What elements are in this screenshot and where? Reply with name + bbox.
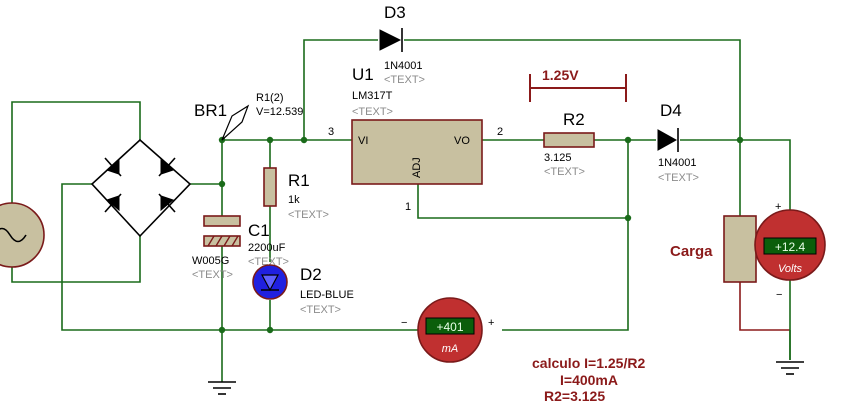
c1-text: <TEXT>: [248, 256, 289, 268]
d3-value: 1N4001: [384, 60, 423, 72]
resistor-body: [543, 132, 595, 148]
resistor-r2[interactable]: [543, 132, 595, 148]
d4-text: <TEXT>: [658, 172, 699, 184]
pin-1-label: 1: [405, 201, 411, 213]
note-line-1: calculo I=1.25/R2: [532, 355, 645, 371]
c1-name: C1: [248, 221, 270, 240]
d2-text: <TEXT>: [300, 304, 341, 316]
regulator-body: [351, 119, 483, 185]
probe-name: R1(2): [256, 92, 284, 104]
d4-value: 1N4001: [658, 157, 697, 169]
diode-icon: [104, 157, 122, 177]
diode-d3[interactable]: [379, 28, 403, 52]
diode-icon: [379, 29, 402, 51]
r2-value: 3.125: [544, 152, 572, 164]
junction-dot: [218, 326, 226, 334]
ground-right: [776, 361, 804, 375]
r2-text: <TEXT>: [544, 166, 585, 178]
ammeter-minus: −: [401, 317, 407, 329]
u1-text: <TEXT>: [352, 106, 393, 118]
regulator-u1[interactable]: VI VO ADJ 3 2 1: [328, 119, 503, 213]
load-body: [723, 215, 757, 283]
r1-name: R1: [288, 171, 310, 190]
diode-icon: [104, 193, 122, 213]
voltage-probe[interactable]: [221, 104, 250, 141]
pin-vo-label: VO: [454, 135, 470, 147]
junction-dot: [266, 326, 274, 334]
junction-dot: [300, 136, 308, 144]
pin-vi-label: VI: [358, 135, 368, 147]
pin-3-label: 3: [328, 126, 334, 138]
capacitor-c1[interactable]: [203, 215, 241, 247]
wires: [11, 39, 791, 382]
diode-icon: [657, 129, 678, 151]
note-line-2: I=400mA: [560, 372, 618, 388]
voltmeter-lcd: [763, 237, 817, 255]
ammeter-reading: +401: [436, 320, 463, 334]
br1-text: <TEXT>: [192, 269, 233, 281]
diode-d4[interactable]: [657, 128, 679, 152]
capacitor-plate-top: [203, 215, 241, 227]
r2-name: R2: [563, 110, 585, 129]
d3-text: <TEXT>: [384, 74, 425, 86]
d2-value: LED-BLUE: [300, 289, 354, 301]
pin-2-label: 2: [497, 126, 503, 138]
ground-left: [208, 381, 236, 395]
led-diode-icon: [261, 274, 279, 292]
junction-dot: [266, 136, 274, 144]
load-carga[interactable]: [723, 215, 757, 283]
u1-name: U1: [352, 65, 374, 84]
junctions: [218, 136, 744, 334]
led-d2[interactable]: [252, 264, 288, 300]
voltmeter[interactable]: +12.4 Volts: [754, 209, 826, 281]
d2-name: D2: [300, 265, 322, 284]
ac-source[interactable]: [0, 202, 45, 268]
voltmeter-minus: −: [776, 289, 782, 301]
d4-name: D4: [660, 101, 682, 120]
note-line-3: R2=3.125: [544, 388, 605, 404]
junction-dot: [624, 136, 632, 144]
load-label: Carga: [670, 243, 713, 260]
voltage-marker: [529, 74, 627, 102]
capacitor-hatch: [207, 235, 239, 247]
diode-icon: [158, 193, 176, 213]
bridge-outline: [90, 138, 192, 238]
r1-value: 1k: [288, 194, 300, 206]
junction-dot: [624, 214, 632, 222]
br1-name: BR1: [194, 101, 227, 120]
ammeter-unit: mA: [442, 343, 459, 355]
voltmeter-plus: +: [775, 201, 781, 213]
resistor-r1[interactable]: [263, 167, 277, 207]
junction-dot: [218, 180, 226, 188]
r1-text: <TEXT>: [288, 209, 329, 221]
voltmeter-unit: Volts: [778, 263, 803, 275]
sine-wave-icon: [0, 227, 27, 243]
resistor-body: [263, 167, 277, 207]
ac-source-body: [0, 202, 45, 268]
c1-value: 2200uF: [248, 242, 286, 254]
d3-name: D3: [384, 3, 406, 22]
junction-dot: [736, 136, 744, 144]
probe-value: V=12.539: [256, 106, 303, 118]
voltmeter-reading: +12.4: [775, 240, 806, 254]
u1-value: LM317T: [352, 90, 393, 102]
pin-adj-label: ADJ: [411, 157, 423, 178]
ammeter-lcd: [425, 317, 475, 335]
ammeter-plus: +: [488, 317, 494, 329]
probe-arrow-icon: [221, 104, 250, 141]
ammeter[interactable]: +401 mA: [417, 297, 483, 363]
bridge-rectifier[interactable]: [90, 138, 192, 238]
br1-value: W005G: [192, 255, 229, 267]
diode-icon: [158, 157, 176, 177]
voltage-marker-label: 1.25V: [542, 67, 579, 83]
